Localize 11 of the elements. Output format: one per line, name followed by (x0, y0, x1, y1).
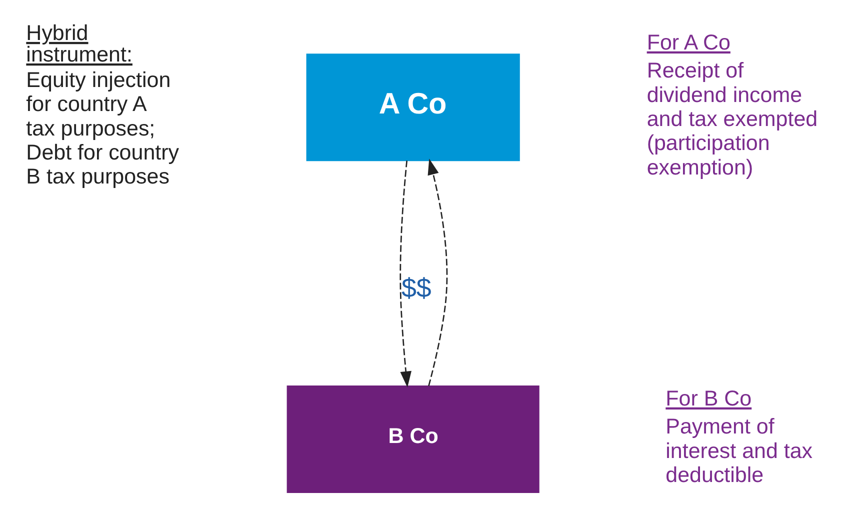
label: Equity injection for country A tax purposes; Debt for country B tax purposes (26, 67, 180, 188)
node-box: B Co (286, 384, 540, 492)
node-box: A Co (306, 53, 520, 161)
arrow (400, 160, 412, 388)
label: Receipt of dividend income and tax exempted (participation exemption) (646, 58, 818, 179)
label: Payment of interest and tax deductible (666, 414, 813, 486)
label: Hybrid instrument: (26, 20, 132, 66)
label: For B Co (666, 386, 752, 410)
arrow (428, 158, 448, 386)
label: For A Co (646, 30, 730, 54)
edge-label: $$ (402, 272, 432, 302)
